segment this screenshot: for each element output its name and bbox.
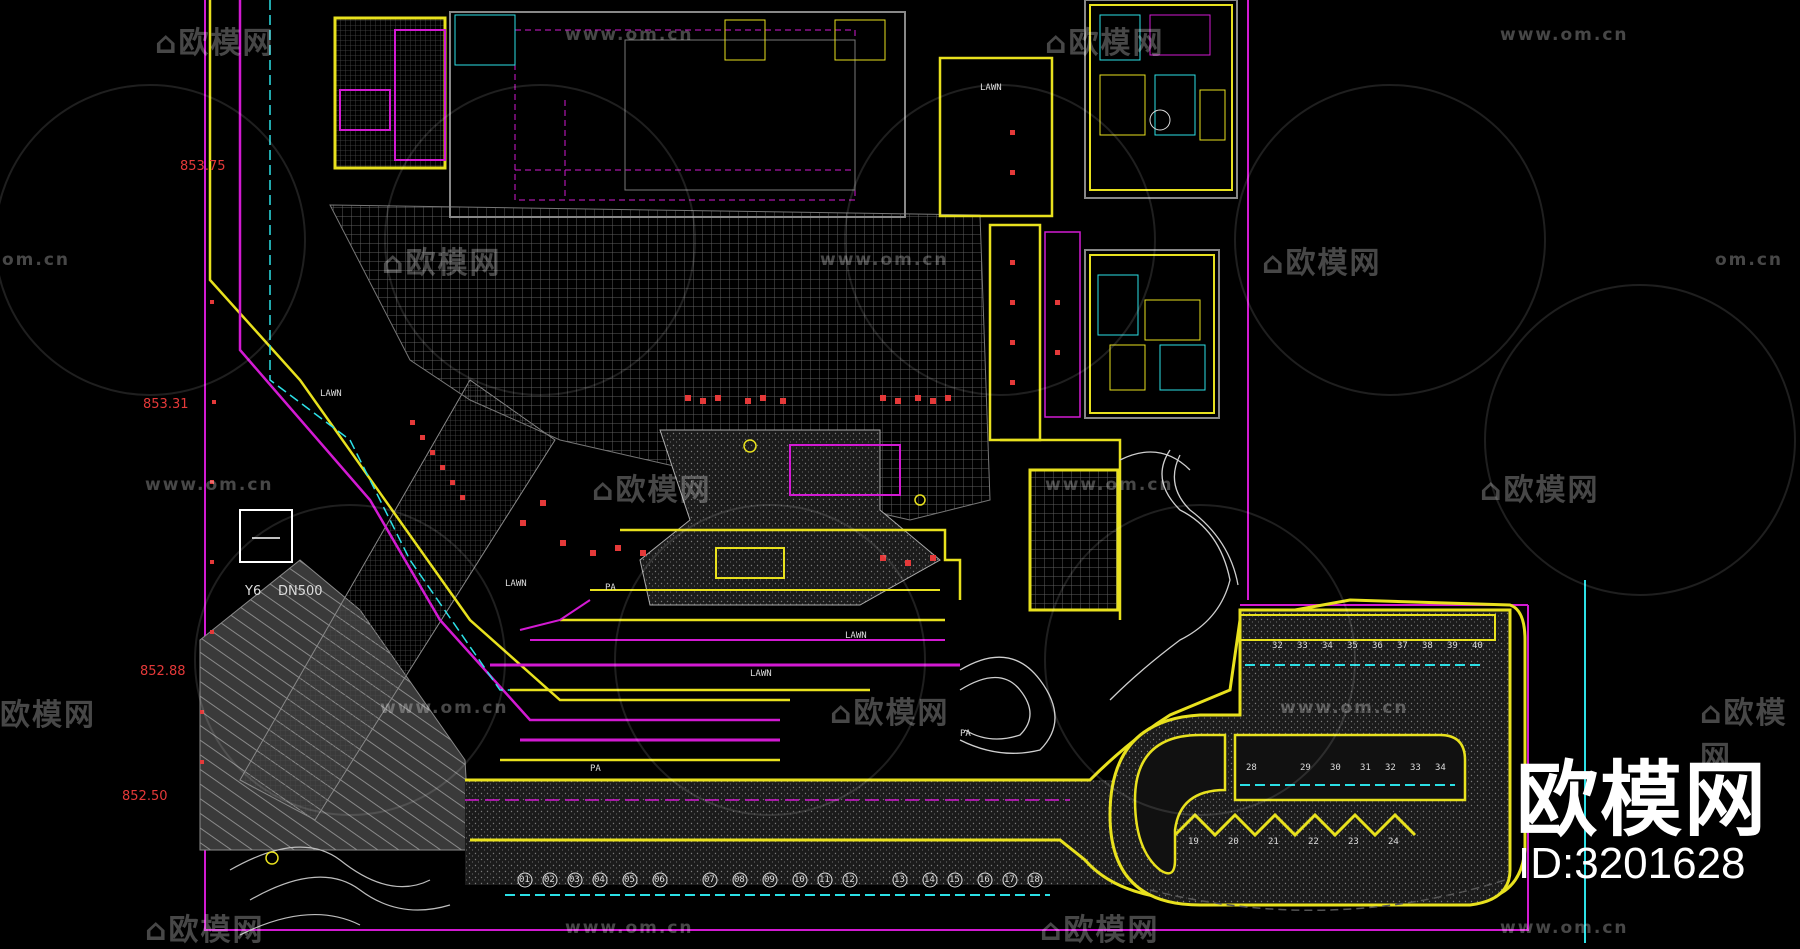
lawn-tag: LAWN: [505, 579, 527, 589]
lawn-tag: LAWN: [320, 389, 342, 399]
stall-number: 37: [1397, 641, 1408, 651]
stall-number: 17: [1004, 875, 1015, 885]
elevation-label: 853.75: [180, 159, 226, 174]
tree-symbols: [265, 439, 926, 865]
stall-number: 34: [1435, 763, 1446, 773]
watermark-url: www.om.cn: [565, 918, 694, 938]
stall-number: 20: [1228, 837, 1239, 847]
stall-number: 13: [894, 875, 905, 885]
brand-logo-text: 欧模网: [1516, 753, 1769, 848]
stall-number: 35: [1347, 641, 1358, 651]
terrace-steps: [208, 0, 962, 762]
parking-loop: [1108, 608, 1512, 911]
stall-number: 16: [979, 875, 990, 885]
stall-number: 12: [844, 875, 855, 885]
pa-tag: PA: [605, 583, 616, 593]
residence-block-south: [1084, 249, 1220, 419]
watermark-url: www.om.cn: [1500, 918, 1629, 938]
south-road: [465, 598, 1527, 902]
contour-lines: [959, 449, 1239, 754]
stall-number: 15: [949, 875, 960, 885]
elevation-label: 853.31: [143, 397, 189, 412]
stall-number: 23: [1348, 837, 1359, 847]
watermark-logo: ⌂欧模网: [830, 696, 950, 731]
stair-block: [333, 16, 447, 170]
main-building: [449, 11, 906, 218]
elevation-label: 852.50: [122, 789, 168, 804]
watermark-url: om.cn: [1715, 250, 1784, 270]
stall-number: 33: [1410, 763, 1421, 773]
grid-pad-right: [1028, 468, 1120, 612]
watermark-logo: ⌂欧模网: [145, 913, 265, 948]
stall-number: 02: [544, 875, 555, 885]
watermark-url: www.om.cn: [145, 475, 274, 495]
stall-number: 38: [1422, 641, 1433, 651]
watermark-logo: ⌂欧模网: [1700, 696, 1788, 775]
east-corridor: [938, 56, 1122, 620]
stall-number: 10: [794, 875, 805, 885]
stall-number: 32: [1272, 641, 1283, 651]
watermark-url: om.cn: [2, 250, 71, 270]
watermark-logo: ⌂欧模网: [382, 246, 502, 281]
lawn-tag: LAWN: [750, 669, 772, 679]
pa-tag: PA: [960, 729, 971, 739]
watermark-url: www.om.cn: [820, 250, 949, 270]
model-id-label: ID:3201628: [1518, 839, 1746, 888]
watermark-logo: ⌂欧模网: [1040, 913, 1160, 948]
watermark-url: www.om.cn: [1045, 475, 1174, 495]
well-tag: Y6: [245, 584, 262, 599]
watermark-url: www.om.cn: [380, 698, 509, 718]
stall-number: 32: [1385, 763, 1396, 773]
residence-block-north: [1084, 0, 1238, 199]
watermark-logo: ⌂欧模网: [1262, 246, 1382, 281]
stall-number: 01: [519, 875, 530, 885]
stall-number: 36: [1372, 641, 1383, 651]
stall-number: 05: [624, 875, 635, 885]
stall-number: 11: [819, 875, 830, 885]
stall-number: 19: [1188, 837, 1199, 847]
stall-number: 28: [1246, 763, 1257, 773]
stall-number: 39: [1447, 641, 1458, 651]
stall-number: 14: [924, 875, 935, 885]
central-planter: [715, 547, 785, 579]
watermark-circles: [0, 84, 1796, 816]
utility-box: [239, 509, 293, 563]
stall-number: 06: [654, 875, 665, 885]
stall-number: 29: [1300, 763, 1311, 773]
stall-number: 04: [594, 875, 605, 885]
stall-number: 07: [704, 875, 715, 885]
stall-number: 22: [1308, 837, 1319, 847]
watermark-logo: ⌂欧模网: [1045, 26, 1165, 61]
watermark-logo: ⌂欧模网: [1480, 473, 1600, 508]
stall-number: 18: [1029, 875, 1040, 885]
watermark-url: www.om.cn: [565, 25, 694, 45]
red-annotations: [200, 130, 1060, 764]
feature-pool: [789, 444, 901, 496]
watermark-url: www.om.cn: [1280, 698, 1409, 718]
stall-number: 08: [734, 875, 745, 885]
stall-number: 03: [569, 875, 580, 885]
watermark-logo: ⌂欧模网: [592, 473, 712, 508]
stall-number: 21: [1268, 837, 1279, 847]
stall-number: 09: [764, 875, 775, 885]
stall-number: 24: [1388, 837, 1399, 847]
pa-tag: PA: [590, 764, 601, 774]
pipe-tag: DN500: [278, 584, 323, 599]
watermark-url: www.om.cn: [1500, 25, 1629, 45]
watermark-logo: ⌂欧模网: [155, 26, 275, 61]
stall-number: 40: [1472, 641, 1483, 651]
stall-number: 30: [1330, 763, 1341, 773]
watermark-logo: 欧模网: [0, 698, 96, 733]
lawn-tag: LAWN: [845, 631, 867, 641]
stall-number: 33: [1297, 641, 1308, 651]
lawn-tag: LAWN: [980, 83, 1002, 93]
stall-number: 34: [1322, 641, 1333, 651]
parking-stalls: [517, 872, 1043, 888]
parking-stall-dividers: [505, 664, 1480, 896]
elevation-label: 852.88: [140, 664, 186, 679]
stall-number: 31: [1360, 763, 1371, 773]
